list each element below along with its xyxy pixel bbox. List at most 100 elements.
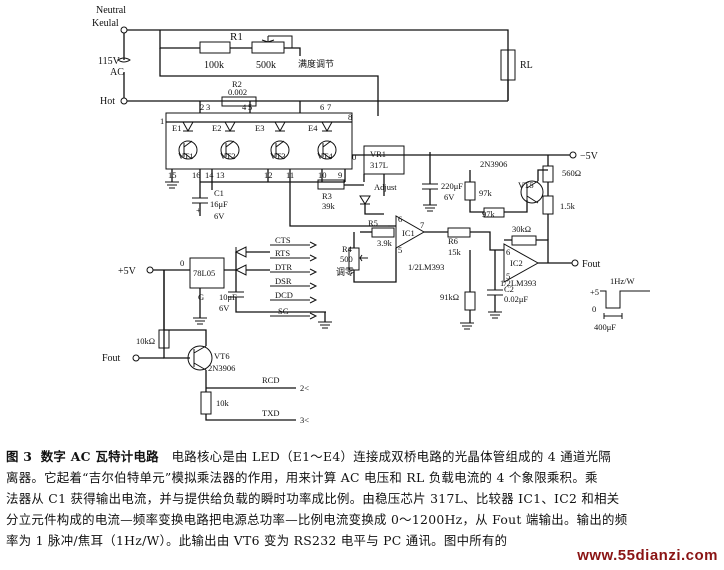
caption-line-1: 图 3 数字 AC 瓦特计电路 电路核心是由 LED（E1～E4）连接成双桥电路… (6, 446, 718, 467)
svg-text:1/2LM393: 1/2LM393 (408, 262, 444, 272)
comparator-ic1: IC1 6 7 5 1/2LM393 (388, 214, 448, 272)
svg-text:TXD: TXD (262, 408, 279, 418)
svg-text:10k: 10k (216, 398, 230, 408)
load-rl: RL (500, 49, 533, 101)
svg-text:调零: 调零 (336, 267, 354, 278)
svg-text:14: 14 (205, 170, 214, 180)
svg-text:SG: SG (278, 306, 289, 316)
svg-text:6V: 6V (444, 192, 455, 202)
led-e1: E1 (172, 121, 194, 133)
figure-title: 数字 AC 瓦特计电路 (40, 449, 159, 464)
svg-text:VT1: VT1 (178, 151, 194, 161)
svg-text:10μF: 10μF (219, 292, 237, 302)
regulator-vr1: VR1 317L Adjust (363, 145, 405, 196)
r2-shunt: R2 0.002 (221, 79, 257, 107)
svg-text:2: 2 (200, 102, 204, 112)
svg-text:5: 5 (506, 271, 510, 281)
capacitor-220uf: 220μF 6V (422, 154, 520, 205)
svg-text:91kΩ: 91kΩ (440, 292, 459, 302)
watt-meter-schematic: Neutral Keulal 115V AC Hot R1 100k 500k … (92, 5, 650, 425)
svg-text:Adjust: Adjust (374, 182, 397, 192)
optocoupler-block: 1 2 3 4 5 6 7 8 E1 E2 E3 E4 VT1 (160, 101, 431, 190)
svg-text:DCD: DCD (275, 290, 293, 300)
svg-text:7: 7 (327, 102, 331, 112)
r1-network: R1 100k 500k 满度调节 (159, 30, 379, 116)
svg-text:VT6: VT6 (214, 351, 230, 361)
mains-input: Neutral Keulal 115V AC Hot (92, 5, 509, 107)
svg-text:IC1: IC1 (402, 228, 415, 238)
svg-text:R5: R5 (368, 218, 378, 228)
svg-text:0: 0 (592, 304, 596, 314)
svg-text:6: 6 (320, 102, 324, 112)
svg-text:97k: 97k (482, 209, 496, 219)
svg-text:IC2: IC2 (510, 258, 523, 268)
svg-text:C2: C2 (504, 284, 514, 294)
ic2-stage: R6 15k 91kΩ C2 0.02μF IC2 6 5 1/2LM393 F… (440, 224, 601, 323)
svg-text:400μF: 400μF (594, 322, 616, 332)
caption-line-4: 分立元件构成的电流—频率变换电路把电源总功率—比例电流变换成 0～1200Hz，… (6, 512, 628, 527)
output-waveform: +5 0 1Hz/W 400μF (590, 276, 650, 332)
svg-text:+5: +5 (590, 287, 599, 297)
svg-text:13: 13 (216, 170, 225, 180)
svg-text:6: 6 (506, 247, 510, 257)
caption-line-2: 离器。它起着“吉尔伯特单元”模拟乘法器的作用，用来计算 AC 电压和 RL 负载… (6, 470, 598, 485)
caption-line-3: 法器从 C1 获得输出电流，并与提供给负载的瞬时功率成比例。由稳压芯片 317L… (6, 491, 620, 506)
svg-text:16μF: 16μF (210, 199, 228, 209)
led-e3: E3 (255, 121, 286, 133)
svg-text:97k: 97k (479, 188, 493, 198)
caption-text-1: 电路核心是由 LED（E1～E4）连接成双桥电路的光晶体管组成的 4 通道光隔 (171, 449, 611, 464)
r2-value: 0.002 (228, 87, 247, 97)
svg-text:R4: R4 (342, 244, 353, 254)
svg-text:2N3906: 2N3906 (480, 159, 507, 169)
svg-text:RTS: RTS (275, 248, 290, 258)
svg-text:CTS: CTS (275, 235, 291, 245)
svg-text:1/2LM393: 1/2LM393 (500, 278, 536, 288)
fout-label: Fout (582, 259, 601, 270)
svg-text:1: 1 (160, 116, 164, 126)
transistor-vt4: VT4 (317, 140, 337, 161)
rl-label: RL (520, 60, 533, 71)
svg-text:E1: E1 (172, 123, 181, 133)
diode-d1 (359, 195, 384, 215)
keulal-label: Keulal (92, 18, 119, 29)
svg-text:6V: 6V (219, 303, 230, 313)
svg-text:220μF: 220μF (441, 181, 463, 191)
r1-100k-label: 100k (204, 60, 224, 71)
svg-text:560Ω: 560Ω (562, 168, 581, 178)
supply-ac-label: AC (110, 67, 124, 78)
svg-text:R3: R3 (322, 191, 332, 201)
svg-text:16: 16 (192, 170, 201, 180)
svg-text:VR1: VR1 (370, 149, 386, 159)
svg-text:15k: 15k (448, 247, 462, 257)
hot-label: Hot (100, 96, 115, 107)
neg5v-label: −5V (580, 151, 599, 162)
transistor-vt3: VT3 (270, 140, 290, 161)
caption-line-5: 率为 1 脉冲/焦耳（1Hz/W）。此输出由 VT6 变为 RS232 电平与 … (6, 533, 508, 548)
svg-text:G: G (198, 292, 204, 302)
full-scale-adjust-label: 满度调节 (298, 58, 334, 70)
svg-text:500: 500 (340, 254, 353, 264)
svg-text:0: 0 (180, 258, 184, 268)
pot-r4: R4 500 调零 (336, 232, 397, 283)
r1-label: R1 (230, 31, 243, 43)
neutral-label: Neutral (96, 5, 126, 16)
svg-text:317L: 317L (370, 160, 388, 170)
svg-text:RCD: RCD (262, 375, 279, 385)
svg-text:4: 4 (242, 102, 247, 112)
svg-text:1Hz/W: 1Hz/W (610, 276, 635, 286)
svg-text:6V: 6V (214, 211, 225, 221)
transistor-vt2: VT2 (220, 140, 240, 161)
svg-text:+: + (196, 205, 201, 215)
svg-text:R6: R6 (448, 236, 458, 246)
figure-number: 图 3 (6, 449, 33, 464)
led-e4: E4 (308, 121, 333, 133)
svg-text:30kΩ: 30kΩ (512, 224, 531, 234)
plus5v-label: +5V (118, 266, 137, 277)
r1-500k-label: 500k (256, 60, 276, 71)
svg-text:10kΩ: 10kΩ (136, 336, 155, 346)
svg-text:78L05: 78L05 (193, 268, 215, 278)
svg-text:2<: 2< (300, 383, 309, 393)
fout-input-label: Fout (102, 353, 121, 364)
led-e2: E2 (212, 121, 236, 133)
svg-text:VT2: VT2 (220, 151, 236, 161)
